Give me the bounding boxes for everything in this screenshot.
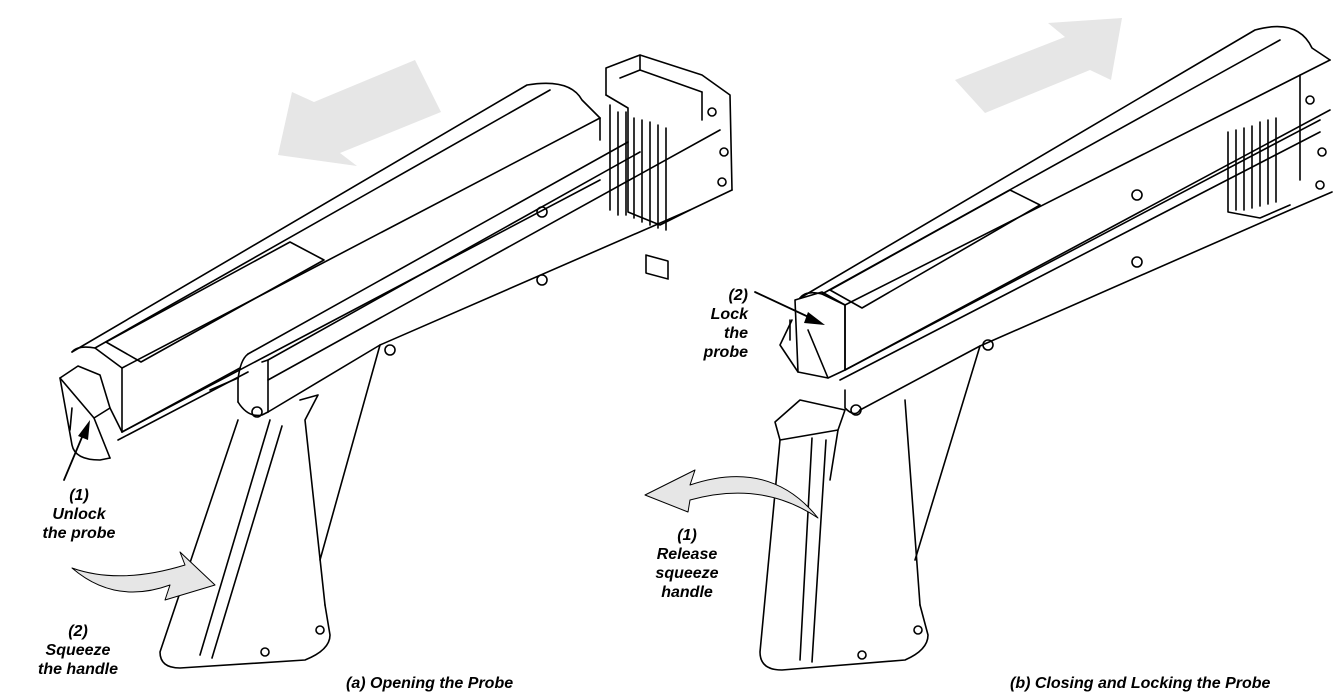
lock-leader-line <box>754 291 816 321</box>
lock-step: (2) Lock the probe <box>676 286 748 362</box>
release-arrow <box>644 469 819 519</box>
unlock-step: (1) Unlock the probe <box>38 486 120 543</box>
unlock-arrowhead <box>78 420 90 440</box>
probe-a-handle <box>159 344 381 669</box>
squeeze-step-number: (2) <box>68 623 88 640</box>
probe-b-body <box>839 74 1333 416</box>
unlock-step-number: (1) <box>69 487 89 504</box>
caption-opening: (a) Opening the Probe <box>346 675 514 692</box>
lock-step-number: (2) <box>728 287 748 304</box>
squeeze-step-line1: Squeeze <box>45 642 111 659</box>
unlock-step-line1: Unlock <box>52 506 106 523</box>
probe-b-upper-jaw <box>799 25 1331 371</box>
release-step-number: (1) <box>677 527 697 544</box>
probe-a-drawing <box>59 54 733 669</box>
caption-closing: (b) Closing and Locking the Probe <box>1010 675 1271 692</box>
squeeze-step-line2: the handle <box>37 661 118 678</box>
probe-a-upper-jaw <box>71 82 601 441</box>
lock-step-line2: the <box>724 325 748 342</box>
release-step-line3: handle <box>661 584 713 601</box>
probe-b-drawing <box>644 18 1333 671</box>
probe-b-handle <box>759 345 981 671</box>
lock-step-line3: probe <box>703 344 748 361</box>
probe-a-body <box>209 129 733 418</box>
release-step-line1: Release <box>656 546 718 563</box>
release-step: (1) Release squeeze handle <box>642 526 732 602</box>
close-direction-arrow <box>955 18 1122 113</box>
squeeze-step: (2) Squeeze the handle <box>28 622 128 679</box>
lock-arrowhead <box>804 312 825 325</box>
open-direction-arrow <box>278 60 441 166</box>
release-step-line2: squeeze <box>655 565 719 582</box>
probe-a-jaw-tip <box>59 365 123 461</box>
unlock-step-line2: the probe <box>42 525 116 542</box>
unlock-leader-line <box>63 429 86 481</box>
probe-b-lock-tab <box>779 291 846 379</box>
squeeze-arrow <box>71 551 216 601</box>
lock-step-line1: Lock <box>710 306 748 323</box>
probe-a-jaw-head <box>605 54 733 280</box>
